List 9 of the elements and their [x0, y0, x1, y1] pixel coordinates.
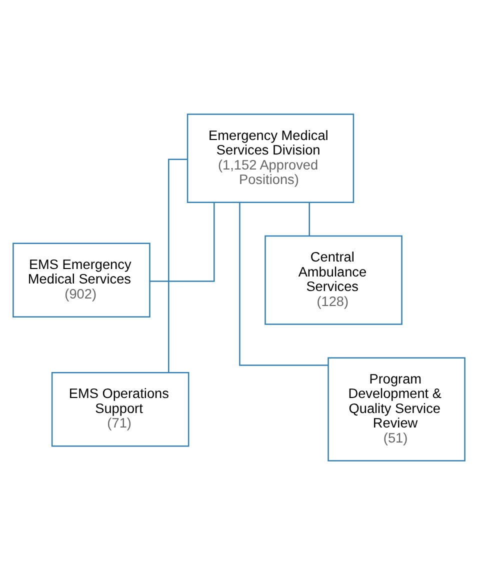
node-box: Central Ambulance Services (128) [264, 235, 402, 325]
node-box: EMS Operations Support (71) [50, 372, 189, 447]
connector [308, 202, 310, 236]
connector [168, 158, 187, 372]
connector [238, 202, 328, 366]
node-box: EMS Emergency Medical Services (902) [12, 242, 150, 318]
node-box: Emergency Medical Services Division (1,152 Approved Positions) [186, 114, 354, 204]
connector [149, 202, 214, 282]
node-box: Program Development & Quality Service Review (51) [327, 357, 465, 462]
